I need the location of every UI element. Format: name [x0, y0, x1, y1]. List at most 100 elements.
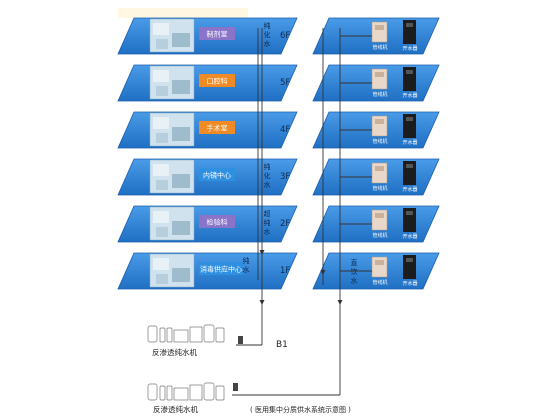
- photo-detail: [153, 211, 169, 223]
- water-type-char: 纯: [264, 162, 271, 171]
- header-glare: [118, 8, 248, 18]
- ro-tank: [147, 383, 158, 401]
- left-floor-1: 制剂室 6F 纯化水: [117, 17, 298, 55]
- room-label: 检验科: [207, 218, 228, 227]
- flow-arrow: [320, 270, 326, 275]
- ro-filter: [159, 327, 166, 343]
- pipeline-machine-label: 管线机: [372, 279, 387, 286]
- basement-label: B1: [276, 340, 288, 350]
- room-label: 内镜中心: [203, 171, 231, 180]
- pipeline-machine-label: 管线机: [372, 44, 387, 51]
- water-boiler-panel: [406, 117, 413, 121]
- right-floor-1: 管线机 开水器: [312, 17, 440, 55]
- photo-detail: [172, 221, 190, 235]
- water-boiler-label: 开水器: [402, 186, 417, 193]
- water-type-char: 纯: [243, 256, 250, 265]
- water-boiler-label: 开水器: [402, 45, 417, 52]
- photo-detail: [156, 86, 168, 96]
- photo-detail: [153, 23, 169, 35]
- right-floor-3: 管线机 开水器: [312, 111, 440, 149]
- right-floor-4: 管线机 开水器: [312, 158, 440, 196]
- drinking-water-char: 水: [351, 276, 358, 285]
- right-floor-2: 管线机开水器: [312, 64, 440, 102]
- water-type-char: 水: [264, 39, 271, 48]
- water-type-char: 水: [243, 265, 250, 274]
- drinking-water-char: 饮: [351, 267, 358, 276]
- pipeline-machine-panel: [375, 213, 384, 218]
- photo-detail: [153, 117, 169, 129]
- right-floors: 管线机开水器管线机开水器管线机开水器管线机开水器管线机开水器管线机开水器直饮水: [312, 17, 440, 290]
- floor-number: 5F: [280, 78, 290, 88]
- pipeline-machine-panel: [375, 166, 384, 171]
- pipeline-machine-panel: [375, 25, 384, 30]
- diagram-caption: ( 医用集中分质供水系统示意图 ): [250, 405, 351, 414]
- flow-arrow: [337, 300, 343, 305]
- floor-number: 6F: [280, 31, 290, 41]
- room-label: 制剂室: [207, 30, 228, 39]
- water-boiler-panel: [406, 70, 413, 74]
- ro-machine-bottom-label: 反渗透纯水机: [153, 404, 198, 414]
- left-floor-3: 手术室 4F: [117, 111, 298, 149]
- right-floor-5: 管线机开水器: [312, 205, 440, 243]
- ro-control-box: [189, 384, 203, 401]
- ro-tank: [147, 325, 158, 343]
- pump-icon: [233, 383, 238, 391]
- ro-pump: [215, 327, 225, 343]
- photo-detail: [153, 164, 169, 176]
- ro-membrane-rack: [173, 329, 189, 343]
- ro-filter: [166, 385, 173, 401]
- ro-membrane-rack: [173, 387, 189, 401]
- ro-filter: [159, 385, 166, 401]
- photo-detail: [156, 274, 168, 284]
- floor-number: 1F: [280, 266, 290, 276]
- room-label-box: [199, 262, 243, 275]
- floor-number: 4F: [280, 125, 290, 135]
- pipeline-machine-label: 管线机: [372, 138, 387, 145]
- water-type-char: 化: [264, 30, 271, 39]
- photo-detail: [172, 268, 190, 282]
- photo-detail: [156, 180, 168, 190]
- water-boiler-panel: [406, 23, 413, 27]
- left-floor-2: 口腔科 5F: [117, 64, 298, 102]
- photo-detail: [156, 39, 168, 49]
- pipeline-machine-label: 管线机: [372, 91, 387, 98]
- photo-detail: [153, 70, 169, 82]
- pipeline-machine-label: 管线机: [372, 232, 387, 239]
- photo-detail: [156, 133, 168, 143]
- pipeline-machine-panel: [375, 260, 384, 265]
- room-label-box: [199, 74, 235, 87]
- pipeline-machine-panel: [375, 119, 384, 124]
- floor-number: 3F: [280, 172, 290, 182]
- water-boiler-panel: [406, 164, 413, 168]
- drinking-water-char: 直: [351, 258, 358, 267]
- ro-machine-bottom: [147, 382, 225, 401]
- pipeline-machine-label: 管线机: [372, 185, 387, 192]
- flow-arrow: [259, 250, 265, 255]
- photo-detail: [172, 174, 190, 188]
- room-label: 消毒供应中心: [200, 265, 242, 274]
- water-boiler-panel: [406, 211, 413, 215]
- photo-detail: [156, 227, 168, 237]
- room-label-box: [199, 121, 235, 134]
- water-type-char: 纯: [264, 21, 271, 30]
- ro-storage-tank: [203, 324, 215, 343]
- basement-area: 反渗透纯水机 B1 反渗透纯水机 ( 医用集中分质供水系统示意图 ): [147, 324, 351, 414]
- room-label: 口腔科: [207, 77, 228, 86]
- pipe-network: [232, 28, 372, 396]
- room-label: 手术室: [207, 124, 228, 133]
- water-type-char: 超: [264, 209, 271, 218]
- left-floor-6: 消毒供应中心 1F 纯水: [117, 252, 298, 290]
- ro-control-box: [189, 326, 203, 343]
- room-label-box: [199, 215, 235, 228]
- water-type-char: 化: [264, 171, 271, 180]
- room-label-box: [199, 168, 235, 181]
- water-boiler-label: 开水器: [402, 139, 417, 146]
- ro-storage-tank: [203, 382, 215, 401]
- ro-filter: [166, 327, 173, 343]
- water-boiler-label: 开水器: [402, 280, 417, 287]
- photo-detail: [172, 80, 190, 94]
- water-type-char: 纯: [264, 218, 271, 227]
